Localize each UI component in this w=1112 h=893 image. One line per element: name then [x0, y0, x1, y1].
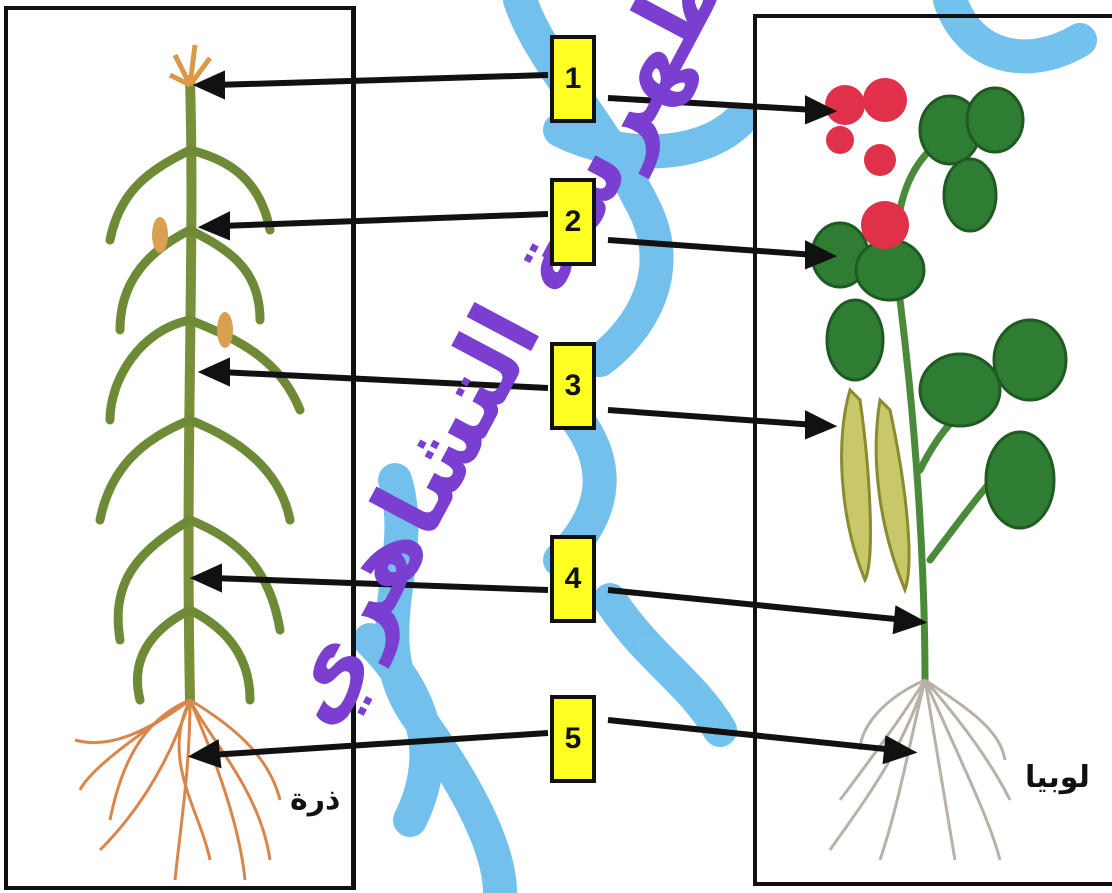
marker-1: 1 [550, 35, 596, 123]
marker-2: 2 [550, 178, 596, 266]
bean-panel-frame [753, 14, 1112, 886]
marker-4: 4 [550, 535, 596, 623]
corn-label: ذرة [290, 782, 340, 817]
marker-5: 5 [550, 695, 596, 783]
bean-label: لوبيا [1025, 760, 1090, 795]
marker-3: 3 [550, 342, 596, 430]
corn-panel-frame [4, 6, 356, 890]
